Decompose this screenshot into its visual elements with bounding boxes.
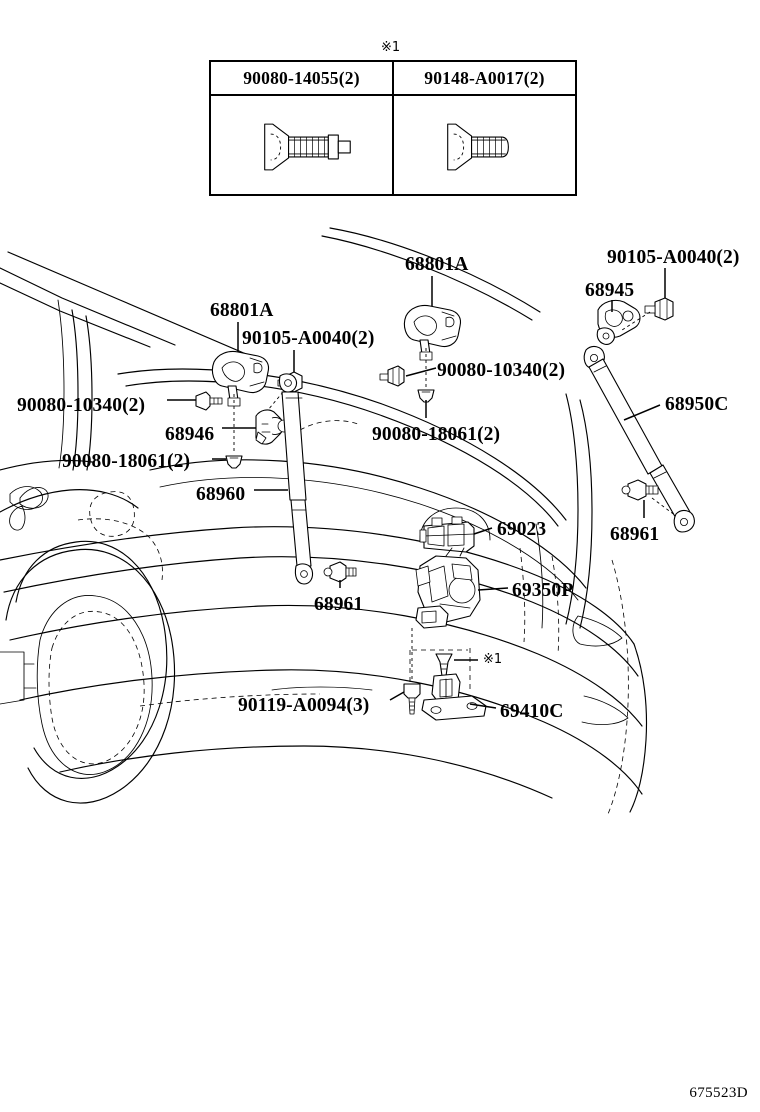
leader-lines: [167, 268, 666, 709]
diagram-code: 675523D: [689, 1085, 748, 1101]
inline-note-marker-1: ※1: [483, 652, 503, 667]
reference-bolt-table: 90080-14055(2) 90148-A0017(2): [209, 60, 577, 196]
callout-90080-18061-left: 90080-18061(2): [62, 451, 191, 472]
table-note-marker: ※1: [381, 40, 401, 55]
callout-68961-left: 68961: [314, 594, 364, 615]
bolt-68961-right: [621, 479, 659, 501]
table-cell-bolt-2: [394, 96, 575, 195]
callout-90080-10340-left: 90080-10340(2): [17, 395, 146, 416]
callout-69350p: 69350P: [512, 580, 574, 601]
table-header-cell-2: 90148-A0017(2): [424, 67, 545, 88]
table-header-row: 90080-14055(2) 90148-A0017(2): [211, 62, 575, 96]
countersunk-bolt-long-icon: [264, 123, 351, 171]
callout-90080-18061-center: 90080-18061(2): [372, 424, 501, 445]
hinge-assembly-center: [403, 304, 462, 361]
callout-68801a-center: 68801A: [405, 254, 469, 275]
latch-control-69023: [419, 507, 491, 553]
countersunk-bolt-short-icon: [447, 123, 509, 171]
table-cell-bolt-1: [211, 96, 394, 195]
callout-68945: 68945: [585, 280, 635, 301]
callout-69023: 69023: [497, 519, 547, 540]
door-lock-assembly-69350p: [415, 547, 481, 629]
callout-90105-a0040-left: 90105-A0040(2): [242, 328, 375, 349]
callout-68950c: 68950C: [665, 394, 729, 415]
hinge-assembly-left: [211, 350, 270, 407]
bolt-68961-left: [323, 561, 357, 583]
bolt-90080-10340-center: [379, 365, 405, 387]
countersunk-screw-note1: [435, 653, 453, 677]
assembly-dash-right-2: [651, 497, 677, 517]
bolt-90105-a0040-right: [644, 297, 674, 321]
car-body-outline: [0, 227, 648, 815]
callout-69410c: 69410C: [500, 701, 564, 722]
callout-90119-a0094: 90119-A0094(3): [238, 695, 370, 716]
grommet-90080-18061-center: [417, 389, 435, 403]
callout-90080-10340-center: 90080-10340(2): [437, 360, 566, 381]
grommet-90080-18061-left: [225, 455, 243, 469]
callout-68960: 68960: [196, 484, 246, 505]
ball-bracket-68945: [596, 299, 641, 345]
bolt-90080-10340-left: [195, 391, 223, 411]
assembly-dash-left-2: [267, 391, 284, 411]
bolt-90119-a0094: [403, 683, 421, 715]
callout-90105-a0040-right: 90105-A0040(2): [607, 247, 740, 268]
gas-strut-68950c: [583, 345, 695, 533]
table-body-row: [211, 96, 575, 195]
callout-68946: 68946: [165, 424, 215, 445]
callout-68961-right: 68961: [610, 524, 660, 545]
table-header-cell-1: 90080-14055(2): [211, 62, 394, 94]
callout-68801a-left: 68801A: [210, 300, 274, 321]
gas-strut-68960: [278, 373, 314, 585]
